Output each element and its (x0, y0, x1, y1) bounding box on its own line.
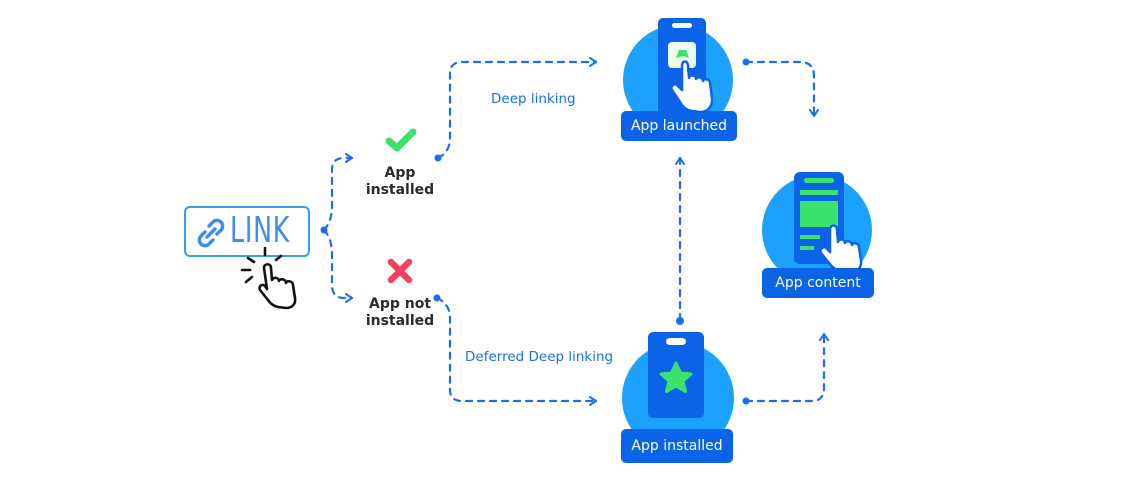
green-check-icon (385, 128, 417, 152)
connector-dot (742, 397, 750, 405)
decision-label-line: App not (368, 296, 432, 312)
app-installed-illustration (622, 332, 734, 440)
connector-dot (676, 317, 684, 325)
flow-label-deep-linking: Deep linking (491, 91, 576, 107)
connector-dot (320, 226, 328, 234)
tap-hand-icon (670, 60, 714, 114)
decision-label-line: App (384, 165, 416, 181)
pointer-hand-click-icon (240, 246, 297, 310)
content-block (800, 201, 838, 227)
arrow-deferred-deep-linking (435, 296, 598, 406)
connector-dot (434, 154, 442, 162)
tap-hand-icon (819, 224, 863, 274)
app-launched-illustration (623, 18, 733, 124)
decision-app-installed: App installed (360, 165, 440, 199)
node-app-content: App content (762, 268, 874, 298)
flow-label-deferred-deep-linking: Deferred Deep linking (465, 349, 614, 365)
decision-app-not-installed: App not installed (355, 296, 445, 330)
link-chain-icon (197, 218, 225, 248)
arrow-link-to-not-installed (322, 228, 354, 303)
node-app-launched: App launched (621, 111, 737, 141)
link-button[interactable] (184, 206, 310, 257)
link-label: LINK (230, 210, 291, 251)
arrow-installed-to-content (744, 332, 829, 403)
star-icon (659, 361, 693, 393)
decision-label-line: installed (365, 313, 435, 329)
arrow-link-to-installed (322, 153, 354, 232)
connector-dot (433, 294, 441, 302)
arrow-launched-to-content (744, 60, 819, 118)
decision-label-line: installed (365, 182, 435, 198)
red-x-icon (387, 258, 413, 284)
node-app-installed: App installed (621, 429, 733, 463)
arrow-deep-linking (436, 57, 598, 160)
app-content-illustration (762, 172, 872, 278)
connector-dot (742, 58, 750, 66)
